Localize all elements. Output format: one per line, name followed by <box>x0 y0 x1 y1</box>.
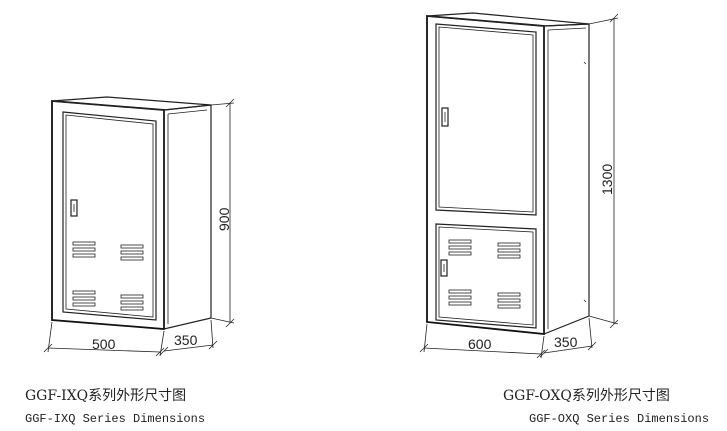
vent-oxq-upper-left <box>448 239 472 256</box>
vent-lower-left <box>72 290 96 307</box>
vent-oxq-lower-left <box>448 289 472 306</box>
caption-ixq-en: GGF-IXQ Series Dimensions <box>25 412 206 426</box>
upper-door-handle <box>441 107 449 127</box>
dim-ixq-depth: 350 <box>174 332 198 348</box>
dim-oxq-width: 600 <box>468 336 492 352</box>
vent-upper-left <box>72 241 96 258</box>
dim-oxq-depth: 350 <box>554 334 578 350</box>
cabinet-oxq-drawing: 600 350 1300 <box>419 12 619 359</box>
vent-upper-right <box>120 244 144 261</box>
dim-ixq-width: 500 <box>92 336 116 352</box>
dim-line-ixq-width <box>43 321 165 357</box>
lower-door-handle <box>440 259 448 277</box>
door-handle <box>70 199 78 217</box>
dim-ixq-height: 900 <box>216 207 232 231</box>
vent-oxq-lower-right <box>497 292 521 309</box>
cabinet-ixq-drawing: 500 350 900 <box>43 96 235 357</box>
dim-line-ixq-depth <box>159 319 218 356</box>
dim-line-oxq-width <box>419 323 546 359</box>
vent-lower-right <box>120 294 144 311</box>
dim-line-ixq-height <box>210 98 235 328</box>
dim-line-oxq-height <box>588 13 619 329</box>
caption-oxq-en: GGF-OXQ Series Dimensions <box>529 412 710 426</box>
caption-ixq-cn: GGF-IXQ系列外形尺寸图 <box>25 388 187 404</box>
dim-line-oxq-depth <box>539 317 597 358</box>
dim-oxq-height: 1300 <box>599 164 615 195</box>
vent-oxq-upper-right <box>497 242 521 259</box>
caption-oxq-cn: GGF-OXQ系列外形尺寸图 <box>503 388 670 404</box>
